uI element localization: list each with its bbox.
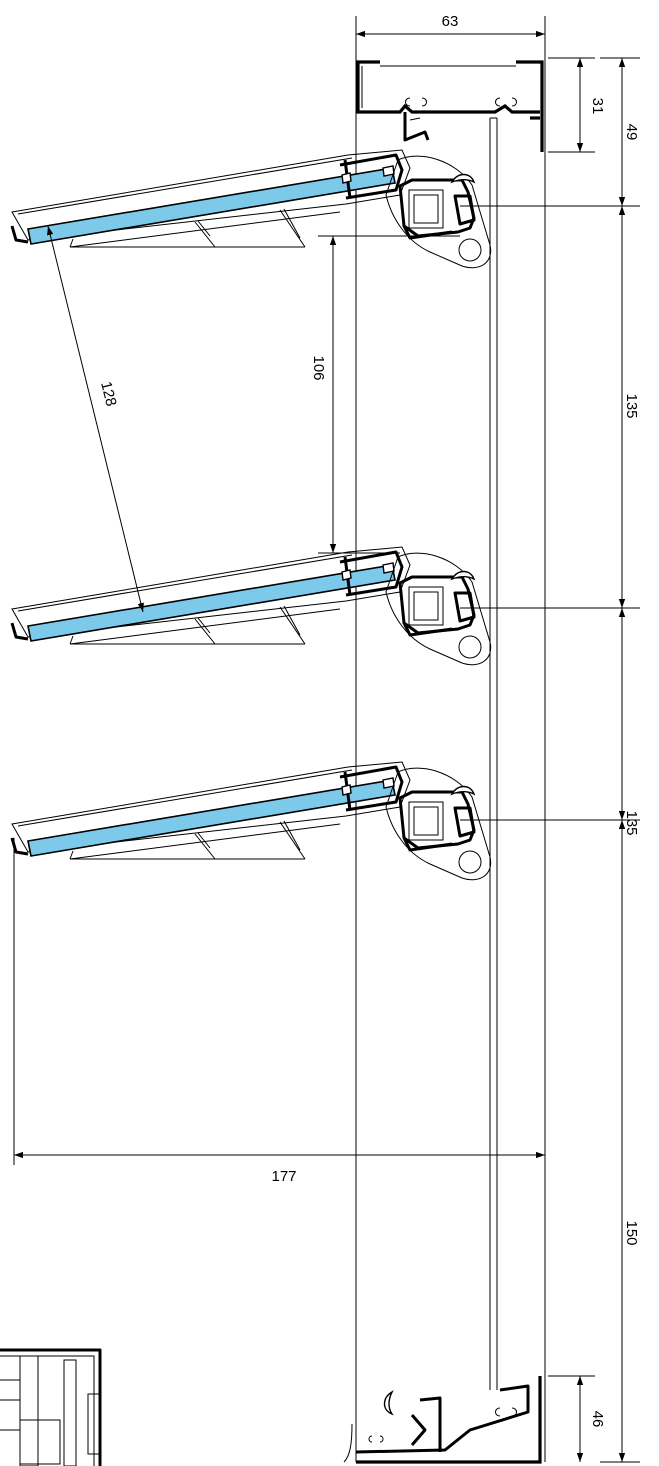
dim-overall-projection: 177: [271, 1168, 296, 1185]
dimension-lines: [13, 16, 640, 1463]
blade-2: [10, 545, 493, 667]
dim-vertical-gap: 106: [310, 355, 327, 380]
dim-blade-clearance: 128: [97, 380, 120, 408]
inset-detail: [0, 1348, 102, 1466]
sill-profile: [343, 1376, 542, 1464]
dim-blade-pitch-2: 135: [623, 810, 640, 835]
dim-top-width: 63: [442, 13, 459, 30]
dim-head-height: 31: [589, 98, 606, 115]
dim-sill-height: 46: [589, 1411, 606, 1428]
blade-3: [10, 760, 493, 882]
head-profile: [356, 60, 544, 152]
dim-blade-pitch-1: 135: [623, 393, 640, 418]
dim-bottom-offset: 150: [623, 1220, 640, 1245]
dim-head-offset: 49: [623, 124, 640, 141]
frame-outline: [355, 55, 546, 1462]
blade-1: [10, 148, 493, 270]
